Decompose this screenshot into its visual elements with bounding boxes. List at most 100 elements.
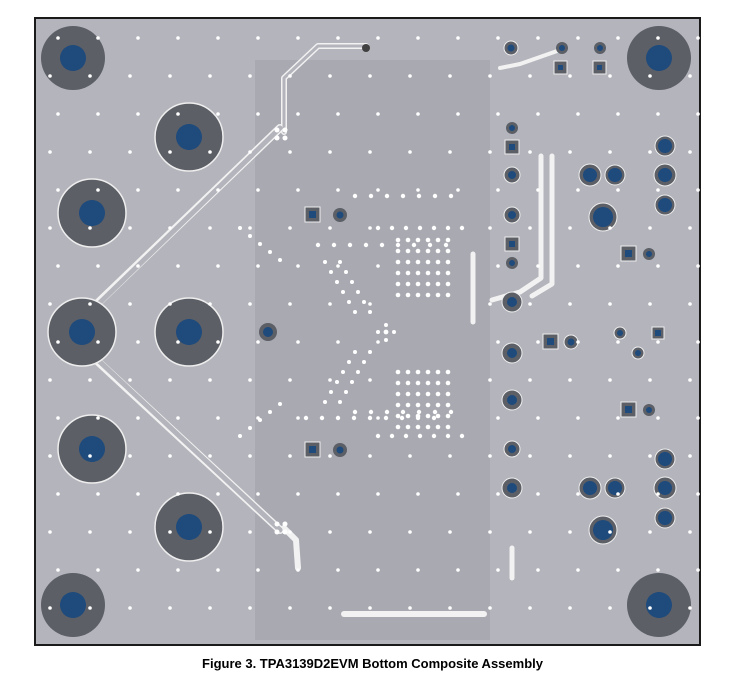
via	[528, 74, 532, 78]
via	[656, 264, 660, 268]
via	[288, 150, 292, 154]
via	[256, 188, 260, 192]
via	[362, 360, 366, 364]
via	[176, 188, 180, 192]
via-cluster-bottom	[274, 521, 288, 535]
via	[395, 402, 401, 408]
via-field	[48, 36, 700, 610]
via	[405, 259, 411, 265]
via	[96, 264, 100, 268]
via	[395, 259, 401, 265]
via	[216, 492, 220, 496]
via	[435, 248, 441, 254]
via	[445, 292, 451, 298]
via	[405, 391, 411, 397]
via	[48, 530, 52, 534]
via	[648, 378, 652, 382]
via	[425, 413, 431, 419]
via	[616, 492, 620, 496]
via	[445, 391, 451, 397]
via	[248, 454, 252, 458]
via	[367, 415, 373, 421]
via	[431, 433, 437, 439]
via	[56, 188, 60, 192]
via	[456, 492, 460, 496]
via	[368, 350, 372, 354]
via	[328, 606, 332, 610]
via	[176, 568, 180, 572]
via	[688, 226, 692, 230]
via	[176, 112, 180, 116]
via	[336, 264, 340, 268]
via	[347, 300, 351, 304]
via	[395, 424, 401, 430]
via	[351, 415, 357, 421]
via	[136, 340, 140, 344]
via	[328, 378, 332, 382]
via	[383, 329, 389, 335]
via	[48, 302, 52, 306]
via	[536, 36, 540, 40]
via	[296, 492, 300, 496]
via	[278, 258, 282, 262]
via	[425, 248, 431, 254]
via	[96, 340, 100, 344]
via	[395, 237, 401, 243]
via	[376, 492, 380, 496]
via	[88, 378, 92, 382]
trace-top-right	[498, 48, 562, 70]
via	[496, 340, 500, 344]
via	[435, 369, 441, 375]
via	[415, 292, 421, 298]
via	[536, 492, 540, 496]
via	[288, 74, 292, 78]
via	[48, 74, 52, 78]
via	[258, 242, 262, 246]
via	[432, 409, 438, 415]
via	[400, 193, 406, 199]
via	[96, 492, 100, 496]
via	[48, 454, 52, 458]
via	[248, 74, 252, 78]
via	[376, 568, 380, 572]
via	[208, 606, 212, 610]
via	[403, 225, 409, 231]
via	[395, 369, 401, 375]
via	[395, 413, 401, 419]
terminal-pad-center	[176, 514, 202, 540]
via	[416, 36, 420, 40]
mounting-hole-center	[646, 592, 672, 618]
via	[435, 292, 441, 298]
via	[688, 150, 692, 154]
component-pads-right	[304, 40, 677, 545]
via	[48, 150, 52, 154]
via	[568, 74, 572, 78]
via	[296, 416, 300, 420]
via	[528, 378, 532, 382]
via	[168, 378, 172, 382]
via	[336, 568, 340, 572]
via	[296, 36, 300, 40]
via	[368, 530, 372, 534]
via	[248, 606, 252, 610]
via	[96, 416, 100, 420]
via	[405, 380, 411, 386]
via	[376, 264, 380, 268]
via	[136, 112, 140, 116]
via	[656, 112, 660, 116]
via	[576, 492, 580, 496]
via	[435, 402, 441, 408]
via	[328, 302, 332, 306]
via	[405, 424, 411, 430]
via	[568, 454, 572, 458]
via-end	[362, 44, 370, 52]
via	[248, 234, 252, 238]
via	[425, 270, 431, 276]
via	[368, 226, 372, 230]
via	[415, 402, 421, 408]
via	[608, 74, 612, 78]
via	[368, 310, 372, 314]
via	[296, 112, 300, 116]
terminal-pad-center	[176, 319, 202, 345]
via	[323, 400, 327, 404]
